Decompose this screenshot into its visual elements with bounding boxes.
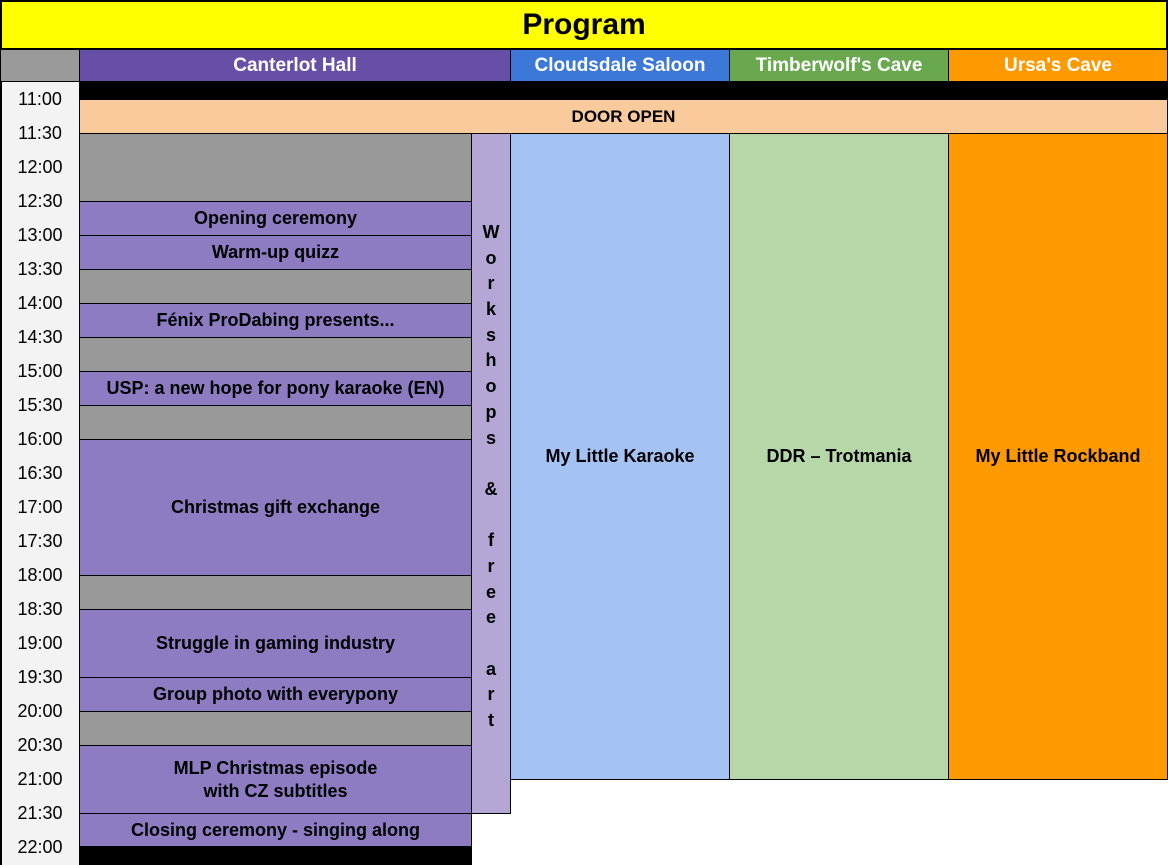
workshops-letter: o <box>485 247 497 268</box>
time-label: 15:30 <box>17 395 63 415</box>
workshops-letter: s <box>485 427 496 448</box>
break-block <box>79 405 472 440</box>
time-label: 12:30 <box>17 191 63 211</box>
break-block <box>79 711 472 746</box>
time-label: 20:00 <box>17 701 63 721</box>
corner-cell <box>0 49 80 82</box>
workshops-letter: W <box>482 222 500 242</box>
event-closing-ceremony-singing-along: Closing ceremony - singing along <box>79 813 472 848</box>
page-title: Program <box>0 0 1168 50</box>
time-label: 15:00 <box>17 361 63 381</box>
break-block <box>79 269 472 304</box>
workshops-letter: s <box>485 324 496 345</box>
workshops-letter: f <box>488 530 494 551</box>
time-label: 14:00 <box>17 293 63 313</box>
workshops-letter: h <box>485 350 497 371</box>
time-label: 22:00 <box>17 837 63 857</box>
event-ddr-trotmania: DDR – Trotmania <box>729 133 949 780</box>
event-f-nix-prodabing-presents: Fénix ProDabing presents... <box>79 303 472 338</box>
time-label: 18:00 <box>17 565 63 585</box>
time-label: 19:30 <box>17 667 63 687</box>
workshops-letter: r <box>487 273 495 294</box>
break-block <box>79 337 472 372</box>
time-label: 19:00 <box>17 633 63 653</box>
event-my-little-rockband: My Little Rockband <box>948 133 1168 780</box>
room-header-ursas-cave: Ursa's Cave <box>948 49 1168 82</box>
time-label: 16:00 <box>17 429 63 449</box>
workshops-letter: a <box>485 658 496 679</box>
workshops-letter: t <box>488 710 494 731</box>
time-label: 11:00 <box>18 89 62 109</box>
workshops-letter: r <box>487 684 495 705</box>
time-label: 11:30 <box>18 123 62 143</box>
top-black-bar <box>79 82 1168 99</box>
room-header-cloudsdale-saloon: Cloudsdale Saloon <box>510 49 730 82</box>
workshops-letter: k <box>485 299 496 320</box>
bottom-black-bar <box>79 846 472 865</box>
workshops-letter: o <box>485 376 497 397</box>
workshops-letter: & <box>484 478 498 499</box>
event-struggle-in-gaming-industry: Struggle in gaming industry <box>79 609 472 678</box>
time-label: 14:30 <box>17 327 63 347</box>
time-label: 13:30 <box>17 259 63 279</box>
event-my-little-karaoke: My Little Karaoke <box>510 133 730 780</box>
event-group-photo-with-everypony: Group photo with everypony <box>79 677 472 712</box>
time-label: 16:30 <box>17 463 63 483</box>
break-block <box>79 575 472 610</box>
time-label: 21:00 <box>17 769 63 789</box>
time-label: 18:30 <box>17 599 63 619</box>
time-label: 13:00 <box>17 225 63 245</box>
door-open-banner: DOOR OPEN <box>79 99 1168 134</box>
time-label: 17:00 <box>17 497 63 517</box>
workshops-letter: p <box>485 401 497 422</box>
event-usp-a-new-hope-for-pony-karaoke-en: USP: a new hope for pony karaoke (EN) <box>79 371 472 406</box>
time-label: 20:30 <box>17 735 63 755</box>
break-block <box>79 133 472 202</box>
time-label: 21:30 <box>17 803 63 823</box>
event-warm-up-quizz: Warm-up quizz <box>79 235 472 270</box>
workshops-letter: e <box>485 581 496 602</box>
workshops-letter: e <box>485 607 496 628</box>
workshops-letter: r <box>487 555 495 576</box>
room-header-canterlot-hall: Canterlot Hall <box>79 49 511 82</box>
event-mlp-christmas-episode-with-cz-subtitles: MLP Christmas episode with CZ subtitles <box>79 745 472 814</box>
time-label: 12:00 <box>17 157 63 177</box>
event-christmas-gift-exchange: Christmas gift exchange <box>79 439 472 576</box>
time-label: 17:30 <box>17 531 63 551</box>
room-header-timberwolfs-cave: Timberwolf's Cave <box>729 49 949 82</box>
event-opening-ceremony: Opening ceremony <box>79 201 472 236</box>
